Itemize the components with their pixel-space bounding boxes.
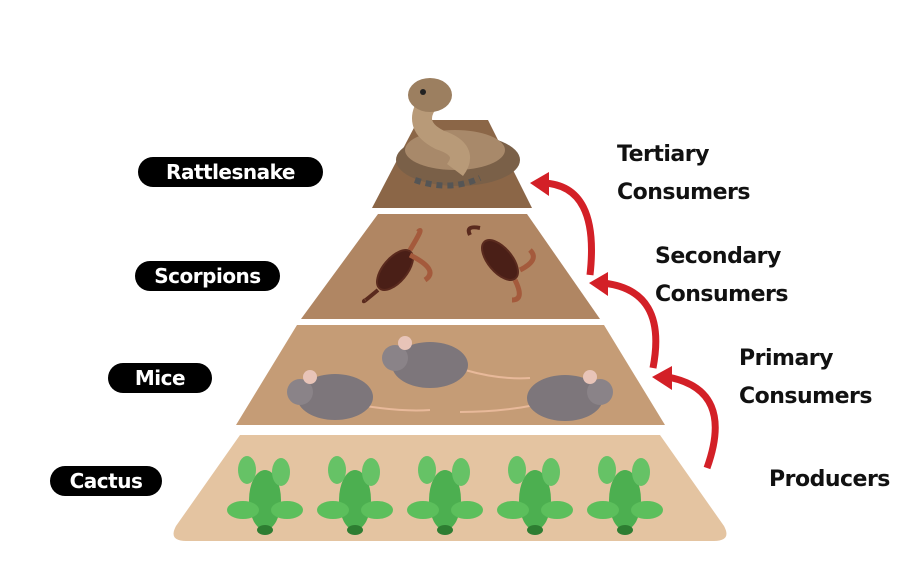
energy-flow-arrows [542,179,719,470]
trophic-line: Tertiary [617,142,709,167]
trophic-line: Producers [769,467,890,492]
trophic-line: Secondary [655,244,781,269]
trophic-secondary: Secondary Consumers [655,238,788,314]
trophic-line: Consumers [617,180,750,205]
cactus-icon [227,456,303,535]
scorpion-icon [361,228,433,304]
rattlesnake-icon [396,78,520,189]
cactus-icon [587,456,663,535]
label-mice: Mice [108,363,212,393]
arrow-head [530,172,549,196]
label-rattlesnake: Rattlesnake [138,157,323,187]
scorpion-icon [466,225,536,303]
cactus-icon [497,456,573,535]
arrow-secondary-to-tertiary [542,179,595,276]
cactus-icon [317,456,393,535]
mouse-icon [382,336,531,388]
trophic-producers: Producers [769,461,890,499]
trophic-line: Consumers [739,384,872,409]
label-scorpions: Scorpions [135,261,280,291]
arrow-producers-to-primary [667,373,719,470]
trophic-primary: Primary Consumers [739,340,872,416]
tier-scorpions [301,214,600,319]
cactus-icon [407,456,483,535]
trophic-line: Consumers [655,282,788,307]
trophic-tertiary: Tertiary Consumers [617,136,750,212]
mouse-icon [459,370,613,421]
arrow-primary-to-secondary [602,279,660,369]
label-cactus: Cactus [50,466,162,496]
mouse-icon [287,370,431,420]
trophic-line: Primary [739,346,833,371]
arrow-head [589,272,608,296]
arrow-head [652,366,672,390]
